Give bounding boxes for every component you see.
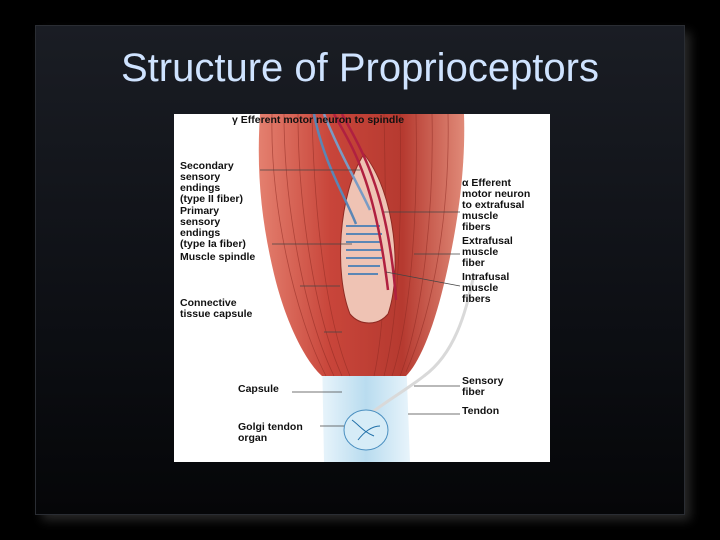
label-alpha-efferent-4: fibers xyxy=(462,221,491,233)
label-tendon: Tendon xyxy=(462,405,499,417)
label-primary-2: endings xyxy=(180,227,220,239)
label-primary-3: (type Ia fiber) xyxy=(180,238,246,250)
label-intrafusal-0: Intrafusal xyxy=(462,271,509,283)
nerve-fibers xyxy=(312,114,398,301)
label-extrafusal-0: Extrafusal xyxy=(462,235,513,247)
label-alpha-efferent-3: muscle xyxy=(462,210,498,222)
annulospiral-endings xyxy=(346,225,382,275)
label-connective-1: tissue capsule xyxy=(180,308,253,320)
label-sensory-fiber-1: fiber xyxy=(462,386,485,398)
golgi-tendon-organ xyxy=(343,409,389,451)
muscle-spindle xyxy=(340,153,396,324)
label-extrafusal-2: fiber xyxy=(462,257,485,269)
muscle-fibers xyxy=(271,114,449,377)
label-intrafusal-2: fibers xyxy=(462,293,491,305)
label-connective-0: Connective xyxy=(180,297,237,309)
label-intrafusal-1: muscle xyxy=(462,282,498,294)
label-secondary-0: Secondary xyxy=(180,160,234,172)
label-primary-1: sensory xyxy=(180,216,220,228)
anatomy-diagram: γ Efferent motor neuron to spindle Secon… xyxy=(180,114,530,462)
label-golgi-0: Golgi tendon xyxy=(238,421,303,433)
leader-lines xyxy=(260,169,461,427)
label-alpha-efferent-1: motor neuron xyxy=(462,188,530,200)
label-muscle-spindle: Muscle spindle xyxy=(180,251,255,263)
golgi-endings xyxy=(351,419,381,441)
label-secondary-1: sensory xyxy=(180,171,220,183)
proprioceptor-figure: γ Efferent motor neuron to spindle Secon… xyxy=(174,114,550,462)
slide-title: Structure of Proprioceptors xyxy=(121,46,599,90)
label-alpha-efferent-2: to extrafusal xyxy=(462,199,525,211)
label-secondary-3: (type II fiber) xyxy=(180,193,243,205)
sensory-fiber-path xyxy=(369,273,476,416)
label-capsule: Capsule xyxy=(238,383,279,395)
label-golgi-1: organ xyxy=(238,432,267,444)
label-gamma-efferent: γ Efferent motor neuron to spindle xyxy=(232,114,404,126)
label-extrafusal-1: muscle xyxy=(462,246,498,258)
label-secondary-2: endings xyxy=(180,182,220,194)
tendon-shape xyxy=(322,354,410,462)
label-alpha-efferent-0: α Efferent xyxy=(462,177,512,189)
label-primary-0: Primary xyxy=(180,205,219,217)
label-sensory-fiber-0: Sensory xyxy=(462,375,504,387)
